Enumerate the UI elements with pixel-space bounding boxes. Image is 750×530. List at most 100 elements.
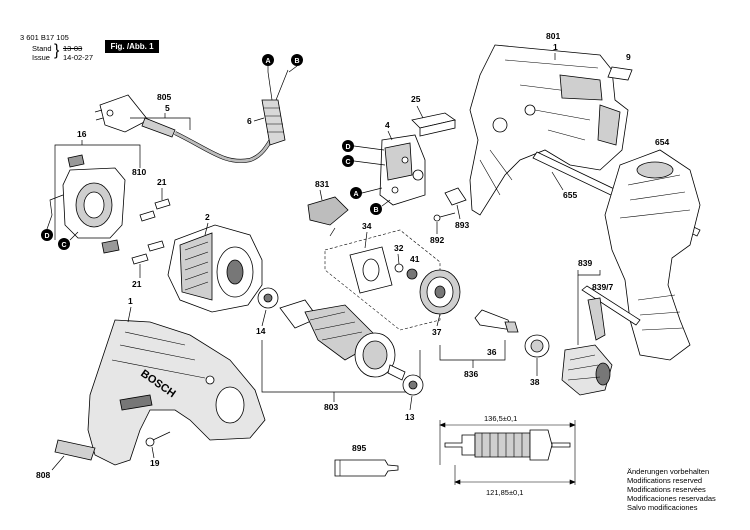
note-en: Modifications reserved — [627, 476, 703, 485]
callout-892: 892 — [430, 235, 444, 245]
callout-803: 803 — [324, 402, 338, 412]
note-de: Änderungen vorbehalten — [627, 467, 710, 476]
svg-text:C: C — [346, 159, 351, 166]
part-895-grease-tube — [334, 459, 399, 477]
marker-B-top: B — [291, 54, 303, 66]
callout-895: 895 — [352, 443, 366, 453]
callout-805-bracket — [130, 117, 191, 130]
callout-1-bottom: 1 — [128, 296, 133, 306]
part-831-cover — [307, 196, 349, 226]
callout-655: 655 — [563, 190, 577, 200]
callout-36: 36 — [487, 347, 497, 357]
callout-805: 805 — [157, 92, 171, 102]
part-892-screw — [433, 212, 456, 222]
callout-14: 14 — [256, 326, 266, 336]
dimension-bottom: 121,85±0,1 — [486, 488, 523, 497]
callout-16: 16 — [77, 129, 87, 139]
note-pt: Salvo modificaciones — [627, 503, 698, 512]
doc-number: 3 601 B17 105 — [20, 33, 69, 42]
part-32-ball — [394, 263, 404, 273]
housing-shell-top — [469, 44, 629, 216]
marker-B-switch: B — [370, 203, 382, 215]
note-fr: Modifications reservées — [627, 485, 706, 494]
part-38-bearing — [524, 334, 550, 358]
part-21-screw-bottom — [131, 240, 165, 265]
callout-4: 4 — [385, 120, 390, 130]
callout-38: 38 — [530, 377, 540, 387]
svg-text:B: B — [295, 58, 300, 65]
callout-19: 19 — [150, 458, 160, 468]
callout-1-top: 1 — [553, 42, 558, 52]
part-805-plug — [94, 94, 176, 138]
brace: } — [54, 42, 60, 59]
armature-dimension-drawing — [439, 420, 576, 485]
callout-801: 801 — [546, 31, 560, 60]
power-cord — [174, 123, 282, 163]
callout-2: 2 — [205, 212, 210, 222]
part-41-needle-bearing — [406, 268, 418, 280]
callout-808: 808 — [36, 470, 50, 480]
callout-13: 13 — [405, 412, 415, 422]
callout-5: 5 — [165, 103, 170, 113]
part-19-screw — [145, 431, 171, 447]
issue-value: 14-02-27 — [63, 53, 94, 62]
callout-9: 9 — [626, 52, 631, 62]
callout-25: 25 — [411, 94, 421, 104]
svg-text:D: D — [45, 233, 50, 240]
part-2-stator — [167, 224, 263, 313]
part-4-switch — [379, 134, 426, 206]
part-839-7-chuck-key — [581, 285, 641, 341]
part-25-switch-button — [411, 112, 456, 137]
part-37-gear — [419, 269, 461, 315]
part-13-bearing — [402, 374, 424, 396]
callout-893: 893 — [455, 220, 469, 230]
callout-803-bracket — [261, 340, 421, 393]
callout-836: 836 — [464, 369, 478, 379]
marker-D-brush: D — [41, 229, 53, 241]
callout-836-bracket — [439, 340, 506, 361]
callout-21-top: 21 — [157, 177, 167, 187]
svg-text:B: B — [374, 207, 379, 214]
part-6-strain-relief — [261, 99, 286, 146]
part-9-cover — [607, 66, 633, 81]
callout-839: 839 — [578, 258, 592, 268]
assembly-outline — [324, 229, 441, 331]
part-803-armature — [279, 299, 406, 381]
part-16-brush-holder — [49, 154, 126, 254]
svg-text:D: D — [346, 144, 351, 151]
marker-C-switch: C — [342, 155, 354, 167]
part-36-spindle — [474, 309, 519, 333]
part-808-label — [54, 439, 96, 461]
part-21-screw-top — [139, 198, 171, 222]
svg-text:A: A — [354, 191, 359, 198]
callout-16-bracket — [54, 144, 141, 150]
note-es: Modificaciones reservadas — [627, 494, 716, 503]
stand-value: 13-03 — [63, 44, 83, 53]
dimension-top: 136,5±0,1 — [484, 414, 517, 423]
marker-C-brush: C — [58, 238, 70, 250]
callout-839-bracket — [577, 270, 601, 276]
issue-label: Issue — [32, 53, 50, 62]
part-893 — [444, 187, 467, 206]
part-34-plate — [349, 246, 393, 294]
svg-text:A: A — [266, 58, 271, 65]
callout-6: 6 — [247, 116, 252, 126]
stand-label: Stand — [32, 44, 52, 53]
svg-text:C: C — [62, 242, 67, 249]
callout-41-label: 41 — [410, 254, 420, 264]
callout-34: 34 — [362, 221, 372, 231]
marker-A-top: A — [262, 54, 274, 66]
callout-839-7: 839/7 — [592, 282, 614, 292]
part-839-chuck — [561, 344, 613, 396]
part-14-bearing — [257, 287, 279, 309]
modification-notes: Änderungen vorbehalten Modifications res… — [627, 467, 716, 512]
marker-A-switch: A — [350, 187, 362, 199]
callout-32-label: 32 — [394, 243, 404, 253]
part-654-aux-handle — [604, 149, 701, 361]
cord-leads — [267, 69, 289, 101]
callout-37: 37 — [432, 327, 442, 337]
marker-D-switch: D — [342, 140, 354, 152]
callout-654: 654 — [655, 137, 669, 147]
callout-810: 810 — [132, 167, 146, 177]
